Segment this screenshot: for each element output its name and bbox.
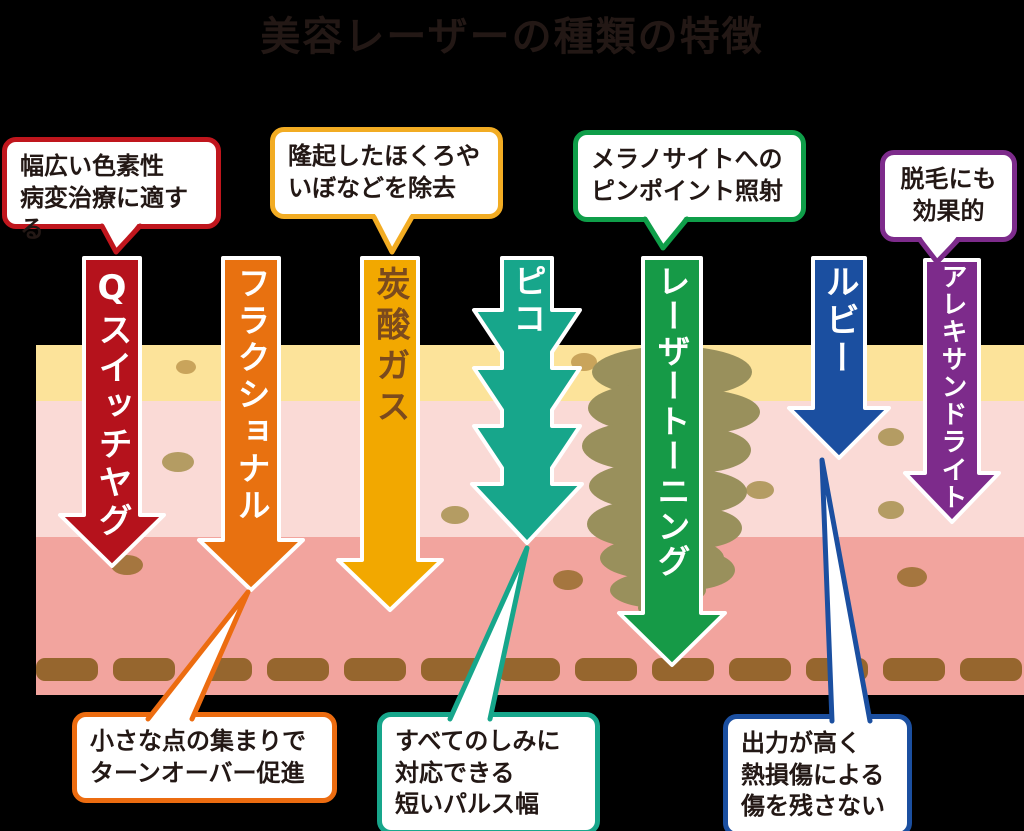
callout-line: 隆起したほくろや [288,142,480,170]
callout-line: 対応できる [395,758,515,787]
label-alexandrite: アレキサンドライト [937,263,967,512]
callout-alexandrite-note: 脱毛にも 効果的 [880,150,1017,242]
callout-line: すべてのしみに [395,727,561,755]
page-title: 美容レーザーの種類の特徴 [260,14,764,60]
callout-line: 小さな点の集まりで [90,727,306,755]
callout-q-switch-note: 幅広い色素性 病変治療に適する [2,137,221,243]
callout-line: 効果的 [912,196,985,225]
callout-ruby-note: 出力が高く 熱損傷による 傷を残さない [723,714,912,831]
arrow-fractional [197,256,305,592]
arrow-ruby [787,256,891,460]
callout-line: メラノサイトへの [591,145,783,173]
arrow-laser-toning [617,256,727,667]
callout-fractional-note: 小さな点の集まりで ターンオーバー促進 [72,712,337,804]
label-laser-toning: レーザートーニング [652,264,691,579]
label-ruby: ルビー [819,264,859,379]
label-q-switch-yag: Qスイッチヤグ [92,268,132,541]
callout-line: 病変治療に適する [20,183,188,244]
basement-membrane-dashes [36,658,1022,681]
callout-line: 短いパルス幅 [395,790,539,819]
callout-line: 幅広い色素性 [20,152,164,180]
callout-line: ピンポイント照射 [591,176,783,205]
arrow-q-switch-yag [58,256,166,568]
callout-line: 傷を残さない [741,792,885,821]
callout-line: 熱損傷による [741,760,885,789]
callout-line: ターンオーバー促進 [90,758,305,787]
callout-line: 出力が高く [741,729,861,757]
pigment-spots [111,353,927,590]
arrow-alexandrite [903,258,1001,524]
label-co2-gas: 炭酸ガス [370,266,410,430]
arrow-co2-gas [336,256,444,612]
callout-toning-note: メラノサイトへの ピンポイント照射 [573,130,806,222]
label-fractional: フラクショナル [232,266,271,525]
callout-co2-note: 隆起したほくろや いぼなどを除去 [270,127,503,219]
callout-line: いぼなどを除去 [288,173,456,202]
callout-line: 脱毛にも [900,165,997,193]
label-pico: ピコ [508,264,547,338]
arrow-pico [470,256,584,545]
callout-pico-note: すべてのしみに 対応できる 短いパルス幅 [377,712,600,831]
